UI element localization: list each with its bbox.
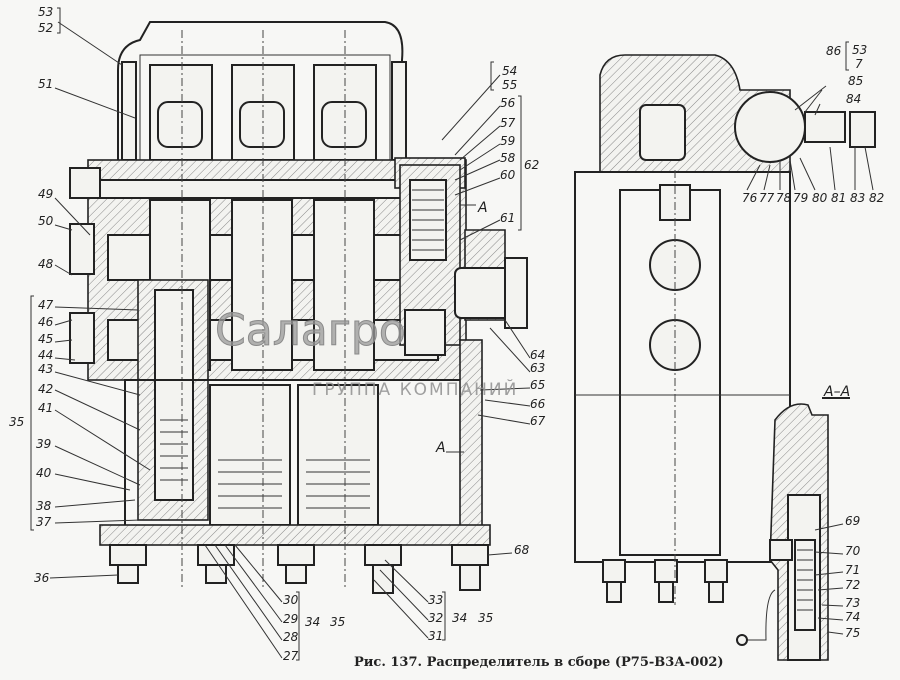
label-65: 65 bbox=[530, 378, 545, 392]
leader-lines bbox=[49, 21, 874, 659]
front-section-view bbox=[69, 21, 528, 594]
side-nut bbox=[504, 257, 528, 329]
label-79: 79 bbox=[793, 191, 808, 205]
top-cap bbox=[117, 21, 404, 160]
label-56: 56 bbox=[500, 96, 516, 110]
section-aa bbox=[736, 397, 850, 661]
label-49: 49 bbox=[38, 187, 53, 201]
bottom-nuts bbox=[109, 544, 489, 594]
label-31: 31 bbox=[428, 629, 443, 643]
plug-lower bbox=[69, 312, 95, 364]
label-84: 84 bbox=[846, 92, 861, 106]
watermark-brand: Салагро bbox=[215, 305, 406, 356]
label-62: 62 bbox=[524, 158, 539, 172]
stud-left bbox=[121, 61, 137, 161]
label-39: 39 bbox=[36, 437, 51, 451]
label-72: 72 bbox=[845, 578, 860, 592]
label-69: 69 bbox=[845, 514, 860, 528]
label-32: 32 bbox=[428, 611, 443, 625]
label-54: 54 bbox=[502, 64, 517, 78]
label-47: 47 bbox=[38, 298, 54, 312]
side-view bbox=[574, 54, 876, 605]
label-35: 35 bbox=[9, 415, 24, 429]
label-53: 53 bbox=[38, 5, 53, 19]
label-34a: 34 bbox=[305, 615, 320, 629]
label-81: 81 bbox=[831, 191, 846, 205]
label-30: 30 bbox=[283, 593, 299, 607]
label-50: 50 bbox=[38, 214, 54, 228]
label-38: 38 bbox=[36, 499, 52, 513]
label-52: 52 bbox=[38, 21, 53, 35]
label-45: 45 bbox=[38, 332, 53, 346]
label-37: 37 bbox=[36, 515, 52, 529]
plug-middle bbox=[69, 223, 95, 275]
section-aa-title: А–А bbox=[823, 384, 850, 400]
label-43: 43 bbox=[38, 362, 53, 376]
bottom-plate bbox=[99, 524, 491, 546]
watermark: Салагро ГРУППА КОМПАНИЙ bbox=[215, 305, 518, 401]
label-46: 46 bbox=[38, 315, 54, 329]
label-68: 68 bbox=[514, 543, 530, 557]
label-70: 70 bbox=[845, 544, 861, 558]
label-34b: 34 bbox=[452, 611, 467, 625]
label-71: 71 bbox=[845, 563, 860, 577]
label-73: 73 bbox=[845, 596, 860, 610]
part-labels: 53 52 51 49 50 48 47 46 45 44 43 42 41 3… bbox=[9, 5, 884, 670]
label-28: 28 bbox=[283, 630, 299, 644]
label-33: 33 bbox=[428, 593, 443, 607]
label-66: 66 bbox=[530, 397, 546, 411]
watermark-subtitle: ГРУППА КОМПАНИЙ bbox=[312, 378, 518, 400]
label-48: 48 bbox=[38, 257, 54, 271]
view-arrows bbox=[446, 204, 476, 453]
label-80: 80 bbox=[812, 191, 828, 205]
label-64: 64 bbox=[530, 348, 545, 362]
label-78: 78 bbox=[776, 191, 792, 205]
label-58: 58 bbox=[500, 151, 516, 165]
label-61: 61 bbox=[500, 211, 515, 225]
stud-right bbox=[391, 61, 407, 161]
label-74: 74 bbox=[845, 610, 860, 624]
label-76: 76 bbox=[742, 191, 758, 205]
figure-caption: Рис. 137. Распределитель в сборе (Р75-В3… bbox=[354, 655, 724, 670]
side-body bbox=[574, 171, 791, 563]
plug-top bbox=[69, 167, 101, 199]
label-83: 83 bbox=[850, 191, 865, 205]
label-77: 77 bbox=[759, 191, 775, 205]
label-29: 29 bbox=[283, 612, 298, 626]
view-arrow-label-lower: А bbox=[435, 440, 446, 456]
label-51: 51 bbox=[38, 77, 53, 91]
label-59: 59 bbox=[500, 134, 515, 148]
side-plug bbox=[454, 267, 511, 319]
label-7: 7 bbox=[855, 57, 863, 71]
label-53b: 53 bbox=[852, 43, 867, 57]
view-arrow-label-upper: А bbox=[477, 200, 488, 216]
label-55: 55 bbox=[502, 78, 517, 92]
label-27: 27 bbox=[283, 649, 299, 663]
label-44: 44 bbox=[38, 348, 53, 362]
label-40: 40 bbox=[36, 466, 52, 480]
label-36: 36 bbox=[34, 571, 50, 585]
spool-windows bbox=[149, 64, 377, 161]
ball-joint bbox=[734, 91, 806, 163]
label-82: 82 bbox=[869, 191, 884, 205]
label-63: 63 bbox=[530, 361, 545, 375]
label-42: 42 bbox=[38, 382, 53, 396]
brackets bbox=[30, 7, 849, 661]
end-nut-82 bbox=[849, 111, 876, 148]
bolt-67 bbox=[459, 339, 483, 546]
label-67: 67 bbox=[530, 414, 546, 428]
label-35a: 35 bbox=[330, 615, 345, 629]
label-86: 86 bbox=[826, 44, 842, 58]
label-41: 41 bbox=[38, 401, 53, 415]
label-57: 57 bbox=[500, 116, 516, 130]
label-35b: 35 bbox=[478, 611, 493, 625]
label-75: 75 bbox=[845, 626, 860, 640]
label-85: 85 bbox=[848, 74, 863, 88]
label-60: 60 bbox=[500, 168, 516, 182]
